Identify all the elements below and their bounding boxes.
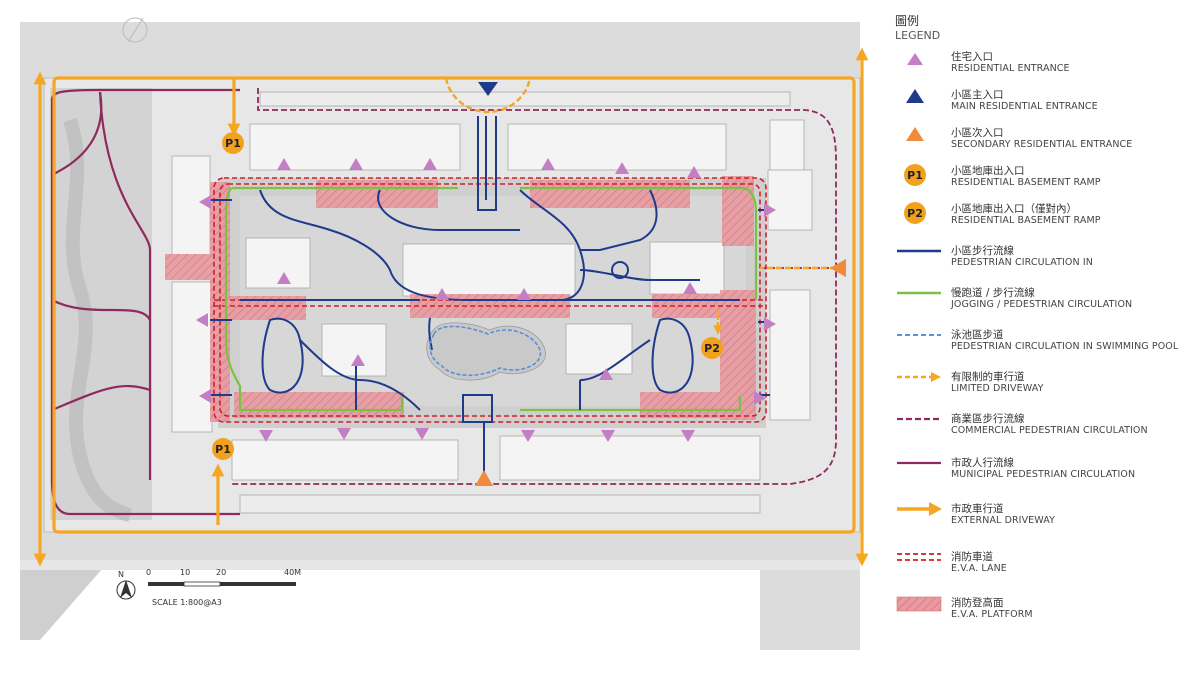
orange-dashed-arrow-icon [897, 372, 941, 382]
blue-dashed-line-icon [897, 334, 941, 336]
red-double-dashed-line-icon [897, 553, 941, 561]
legend-label-en: RESIDENTIAL ENTRANCE [951, 63, 1070, 74]
secondary-entrance-marker-east [830, 259, 846, 277]
external-driveway [33, 47, 869, 567]
legend-label-zh: 小區次入口 [951, 127, 1004, 139]
secondary-entrance-marker-south [475, 470, 493, 486]
purple-triangle-icon [907, 53, 923, 65]
legend-label-en: RESIDENTIAL BASEMENT RAMP [951, 215, 1101, 226]
svg-text:P2: P2 [704, 342, 720, 355]
svg-text:P1: P1 [225, 137, 241, 150]
scale-graphic [116, 580, 296, 600]
scale-tick-10: 10 [180, 568, 191, 577]
maroon-line-icon [897, 461, 941, 465]
scale-caption: SCALE 1:800@A3 [152, 598, 222, 607]
legend-label-zh: 小區步行流線 [951, 245, 1014, 257]
scale-tick-40m: 40M [284, 568, 302, 577]
legend-item-pedestrian-circulation: 小區步行流線 PEDESTRIAN CIRCULATION IN [895, 243, 1195, 279]
svg-text:P1: P1 [907, 169, 923, 182]
building-blocks [171, 91, 813, 514]
legend-label-en: SECONDARY RESIDENTIAL ENTRANCE [951, 139, 1133, 150]
legend-label-zh: 商業區步行流線 [951, 413, 1025, 425]
jogging-path [224, 186, 758, 412]
ramp-badge-p2: P2 [701, 310, 723, 359]
ramp-badge-p1-top: P1 [222, 132, 244, 154]
legend-label-zh: 消防車道 [951, 551, 993, 563]
scale-bar: N 0 10 20 40M SCALE 1:800@A3 [112, 568, 332, 613]
legend-panel: 圖例 LEGEND 住宅入口 RESIDENTIAL ENTRANCE 小區主入… [895, 14, 1195, 689]
legend-item-commercial-ped: 商業區步行流線 COMMERCIAL PEDESTRIAN CIRCULATIO… [895, 411, 1195, 447]
orange-triangle-icon [906, 127, 924, 141]
north-label: N [118, 570, 124, 579]
legend-label-en: PEDESTRIAN CIRCULATION IN [951, 257, 1093, 268]
ramp-badge-p1-bottom: P1 [212, 438, 234, 460]
legend-label-en: LIMITED DRIVEWAY [951, 383, 1044, 394]
p1-badge-icon: P1 [904, 164, 926, 186]
p2-badge-icon: P2 [904, 202, 926, 224]
scale-tick-20: 20 [216, 568, 227, 577]
navy-line-icon [897, 249, 941, 253]
legend-item-municipal-ped: 市政人行流線 MUNICIPAL PEDESTRIAN CIRCULATION [895, 455, 1195, 491]
legend-label-en: JOGGING / PEDESTRIAN CIRCULATION [951, 299, 1133, 310]
legend-label-zh: 消防登高面 [951, 597, 1004, 609]
legend-label-en: MAIN RESIDENTIAL ENTRANCE [951, 101, 1098, 112]
pool-path [429, 325, 541, 377]
legend-item-jogging: 慢跑道 / 步行流線 JOGGING / PEDESTRIAN CIRCULAT… [895, 285, 1195, 321]
legend-label-zh: 市政車行道 [951, 503, 1004, 515]
blue-triangle-icon [906, 89, 924, 103]
legend-label-zh: 小區主入口 [951, 89, 1004, 101]
legend-item-residential-entrance: 住宅入口 RESIDENTIAL ENTRANCE [895, 49, 1195, 85]
legend-item-secondary-entrance: 小區次入口 SECONDARY RESIDENTIAL ENTRANCE [895, 125, 1195, 161]
legend-label-en: COMMERCIAL PEDESTRIAN CIRCULATION [951, 425, 1148, 436]
site-plan-map: P1 P1 P2 [20, 17, 869, 650]
top-compass-mark [122, 17, 148, 43]
legend-label-zh: 有限制的車行道 [951, 371, 1025, 383]
residential-entrances [196, 158, 776, 442]
municipal-ped-circulation [50, 88, 240, 516]
legend-item-eva-platform: 消防登高面 E.V.A. PLATFORM [895, 595, 1195, 631]
legend-label-zh: 住宅入口 [951, 51, 993, 63]
svg-text:P2: P2 [907, 207, 923, 220]
legend-title-zh: 圖例 [895, 14, 920, 28]
svg-text:P1: P1 [215, 443, 231, 456]
legend-item-basement-ramp-p2: P2 小區地庫出入口（僅對內） RESIDENTIAL BASEMENT RAM… [895, 201, 1195, 237]
legend-label-en: E.V.A. PLATFORM [951, 609, 1033, 620]
legend-item-eva-lane: 消防車道 E.V.A. LANE [895, 549, 1195, 585]
green-line-icon [897, 291, 941, 295]
limited-driveway [444, 77, 836, 270]
orange-arrow-icon [897, 502, 942, 516]
legend-item-main-entrance: 小區主入口 MAIN RESIDENTIAL ENTRANCE [895, 87, 1195, 123]
legend-label-en: RESIDENTIAL BASEMENT RAMP [951, 177, 1101, 188]
legend-label-zh: 市政人行流線 [951, 457, 1014, 469]
pink-hatched-rect-icon [896, 596, 942, 612]
legend-item-limited-driveway: 有限制的車行道 LIMITED DRIVEWAY [895, 369, 1195, 405]
legend-item-external-driveway: 市政車行道 EXTERNAL DRIVEWAY [895, 501, 1195, 537]
legend-item-basement-ramp-p1: P1 小區地庫出入口 RESIDENTIAL BASEMENT RAMP [895, 163, 1195, 199]
legend-label-zh: 慢跑道 / 步行流線 [951, 287, 1035, 299]
legend-label-zh: 小區地庫出入口（僅對內） [951, 203, 1077, 215]
scale-tick-0: 0 [146, 568, 152, 577]
main-entrance-marker [478, 82, 498, 96]
legend-label-zh: 小區地庫出入口 [951, 165, 1025, 177]
maroon-dashed-line-icon [897, 417, 941, 421]
legend-label-zh: 泳池區步道 [951, 329, 1004, 341]
legend-label-en: PEDESTRIAN CIRCULATION IN SWIMMING POOL [951, 341, 1179, 352]
legend-label-en: E.V.A. LANE [951, 563, 1007, 574]
legend-label-en: MUNICIPAL PEDESTRIAN CIRCULATION [951, 469, 1136, 480]
legend-title-en: LEGEND [895, 29, 941, 42]
north-arrow-icon [116, 580, 136, 600]
legend-item-pool-path: 泳池區步道 PEDESTRIAN CIRCULATION IN SWIMMING… [895, 327, 1195, 363]
legend-label-en: EXTERNAL DRIVEWAY [951, 515, 1056, 526]
